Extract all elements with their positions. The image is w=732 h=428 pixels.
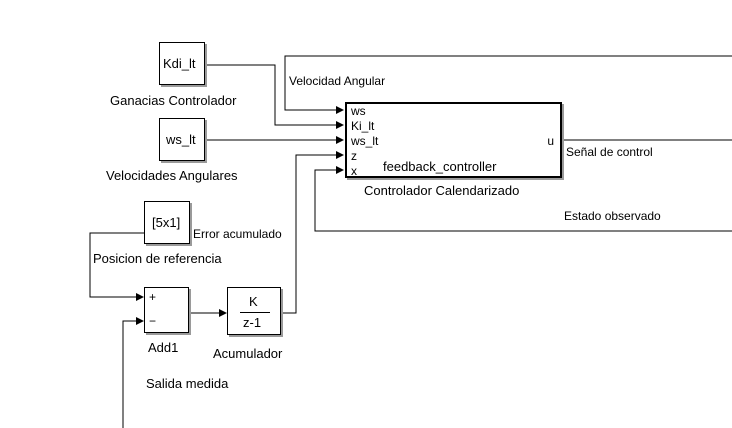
fraction-bar bbox=[240, 312, 270, 313]
block-label-ws: Velocidades Angulares bbox=[106, 168, 238, 183]
constant-block-kdi[interactable]: Kdi_lt bbox=[159, 42, 205, 85]
signal-label-salida-medida: Salida medida bbox=[146, 376, 229, 391]
accumulator-numerator: K bbox=[249, 294, 258, 309]
block-label-controller: Controlador Calendarizado bbox=[364, 183, 520, 198]
line-estado-observado bbox=[314, 166, 732, 232]
constant-block-ref[interactable]: [5x1] bbox=[144, 201, 190, 244]
line-salida-medida bbox=[122, 317, 144, 428]
controller-input-ws: ws bbox=[351, 104, 366, 118]
line-velocidad-angular bbox=[284, 55, 732, 114]
constant-block-ws[interactable]: ws_lt bbox=[159, 118, 205, 161]
line-acc-to-z bbox=[282, 151, 344, 314]
constant-value-ref: [5x1] bbox=[152, 215, 181, 230]
add-block[interactable]: + − bbox=[144, 287, 189, 333]
constant-value-kdi: Kdi_lt bbox=[163, 56, 196, 71]
block-label-ref: Posicion de referencia bbox=[93, 251, 222, 266]
controller-input-z: z bbox=[351, 149, 357, 163]
block-label-add: Add1 bbox=[148, 340, 179, 355]
signal-label-senal-control: Señal de control bbox=[566, 145, 653, 159]
signal-label-estado-observado: Estado observado bbox=[564, 209, 661, 223]
controller-input-wslt: ws_lt bbox=[351, 134, 379, 148]
controller-input-x: x bbox=[351, 164, 357, 178]
controller-block[interactable]: ws Ki_lt ws_lt z x u feedback_controller bbox=[345, 102, 562, 178]
controller-output-u: u bbox=[547, 134, 554, 148]
controller-function-name: feedback_controller bbox=[383, 159, 497, 174]
block-label-kdi: Ganacias Controlador bbox=[110, 93, 237, 108]
block-label-acc: Acumulador bbox=[213, 346, 283, 361]
add-minus-port: − bbox=[149, 314, 157, 328]
constant-value-ws: ws_lt bbox=[166, 132, 196, 147]
controller-input-ki: Ki_lt bbox=[351, 119, 375, 133]
signal-label-velocidad-angular: Velocidad Angular bbox=[289, 74, 386, 88]
line-kdi-to-ki bbox=[205, 64, 344, 129]
accumulator-denominator: z-1 bbox=[243, 315, 262, 330]
add-plus-port: + bbox=[149, 290, 157, 304]
accumulator-block[interactable]: K z-1 bbox=[227, 287, 281, 335]
signal-label-error-acumulado: Error acumulado bbox=[193, 227, 282, 241]
